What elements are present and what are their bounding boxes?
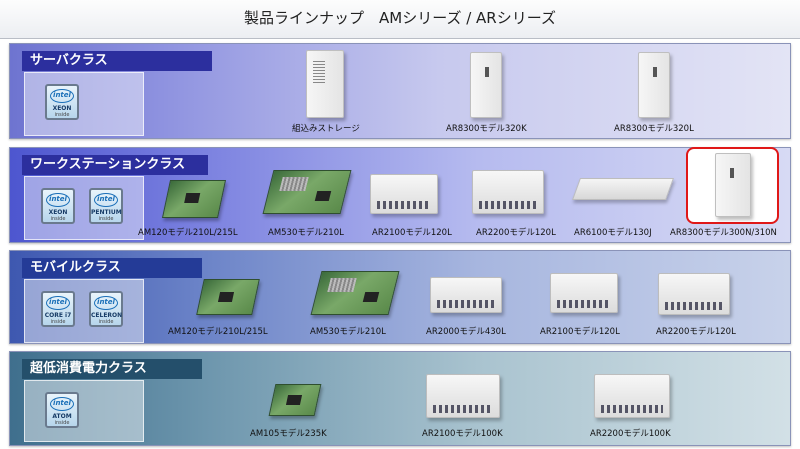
ar2200-100k-image[interactable] (594, 374, 670, 418)
category-label: モバイルクラス (22, 258, 202, 278)
ar2200-120l-image[interactable] (472, 170, 544, 214)
product-label: AR2200モデル120L (476, 228, 556, 238)
cpu-logo-box: intel CORE i7 inside intel CELERON insid… (24, 279, 144, 343)
product-label: AR2200モデル120L (656, 327, 736, 337)
ultra-low-power-class-panel: 超低消費電力クラス intel ATOM inside AM105モデル235K… (9, 351, 791, 446)
product-label: AR8300モデル300N/310N (670, 228, 777, 238)
ar2000-430l-image[interactable] (430, 277, 502, 313)
product-label: AM120モデル210L/215L (138, 228, 238, 238)
product-label: AM530モデル210L (310, 327, 386, 337)
intel-celeron-badge-icon: intel CELERON inside (89, 291, 123, 327)
ar2100-120l-image[interactable] (550, 273, 618, 313)
am120-board-image[interactable] (161, 180, 227, 218)
product-label: AM120モデル210L/215L (168, 327, 268, 337)
product-label: AR2100モデル100K (422, 429, 503, 439)
cpu-logo-box: intel XEON inside (24, 72, 144, 136)
product-label: AR8300モデル320L (614, 124, 694, 134)
am530-board-image[interactable] (262, 170, 352, 214)
product-label: AR2200モデル100K (590, 429, 671, 439)
ar2100-120l-image[interactable] (370, 174, 438, 214)
product-label: AR2100モデル120L (372, 228, 452, 238)
ar2100-100k-image[interactable] (426, 374, 500, 418)
product-label: AR8300モデル320K (446, 124, 527, 134)
category-label: サーバクラス (22, 51, 212, 71)
product-label: AR2100モデル120L (540, 327, 620, 337)
intel-core-i7-badge-icon: intel CORE i7 inside (41, 291, 75, 327)
server-class-panel: サーバクラス intel XEON inside 組込みストレージ AR8300… (9, 43, 791, 139)
storage-product-image[interactable] (306, 50, 344, 118)
cpu-logo-box: intel XEON inside intel PENTIUM inside (24, 176, 144, 240)
page-title: 製品ラインナップ AMシリーズ / ARシリーズ (0, 0, 800, 39)
category-label: ワークステーションクラス (22, 155, 208, 175)
ar6100-130j-image[interactable] (571, 178, 675, 200)
product-label: AM105モデル235K (250, 429, 327, 439)
intel-xeon-badge-icon: intel XEON inside (45, 84, 79, 120)
ar8300-320k-product-image[interactable] (470, 52, 502, 118)
ar8300-320l-product-image[interactable] (638, 52, 670, 118)
intel-pentium-badge-icon: intel PENTIUM inside (89, 188, 123, 224)
product-label: AM530モデル210L (268, 228, 344, 238)
cpu-logo-box: intel ATOM inside (24, 380, 144, 442)
product-label: AR6100モデル130J (574, 228, 652, 238)
intel-atom-badge-icon: intel ATOM inside (45, 392, 79, 428)
am530-board-image[interactable] (310, 271, 400, 315)
am120-board-image[interactable] (196, 279, 260, 315)
product-label: 組込みストレージ (292, 124, 360, 134)
ar2200-120l-image[interactable] (658, 273, 730, 315)
ar8300-300n-product-image[interactable] (715, 153, 751, 217)
highlighted-product-frame[interactable] (686, 147, 779, 224)
product-label: AR2000モデル430L (426, 327, 506, 337)
intel-xeon-badge-icon: intel XEON inside (41, 188, 75, 224)
category-label: 超低消費電力クラス (22, 359, 202, 379)
workstation-class-panel: ワークステーションクラス intel XEON inside intel PEN… (9, 147, 791, 243)
mobile-class-panel: モバイルクラス intel CORE i7 inside intel CELER… (9, 250, 791, 344)
am105-board-image[interactable] (268, 384, 322, 416)
